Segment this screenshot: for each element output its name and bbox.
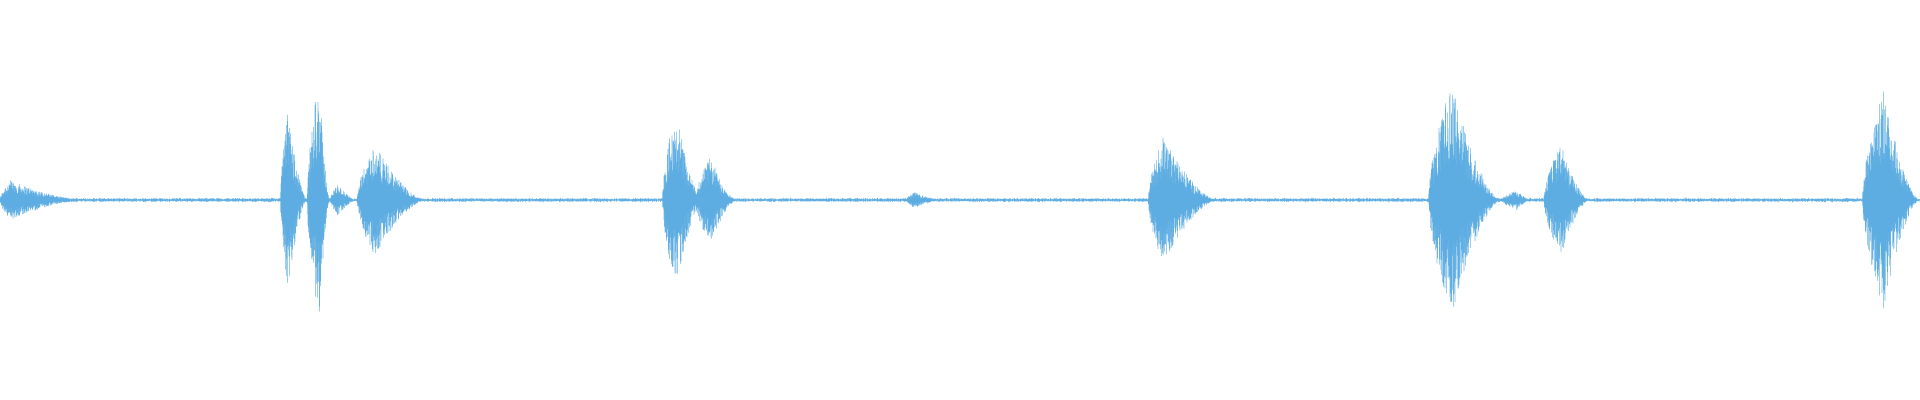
waveform-trace (0, 91, 1920, 312)
waveform-signal (0, 91, 1920, 312)
